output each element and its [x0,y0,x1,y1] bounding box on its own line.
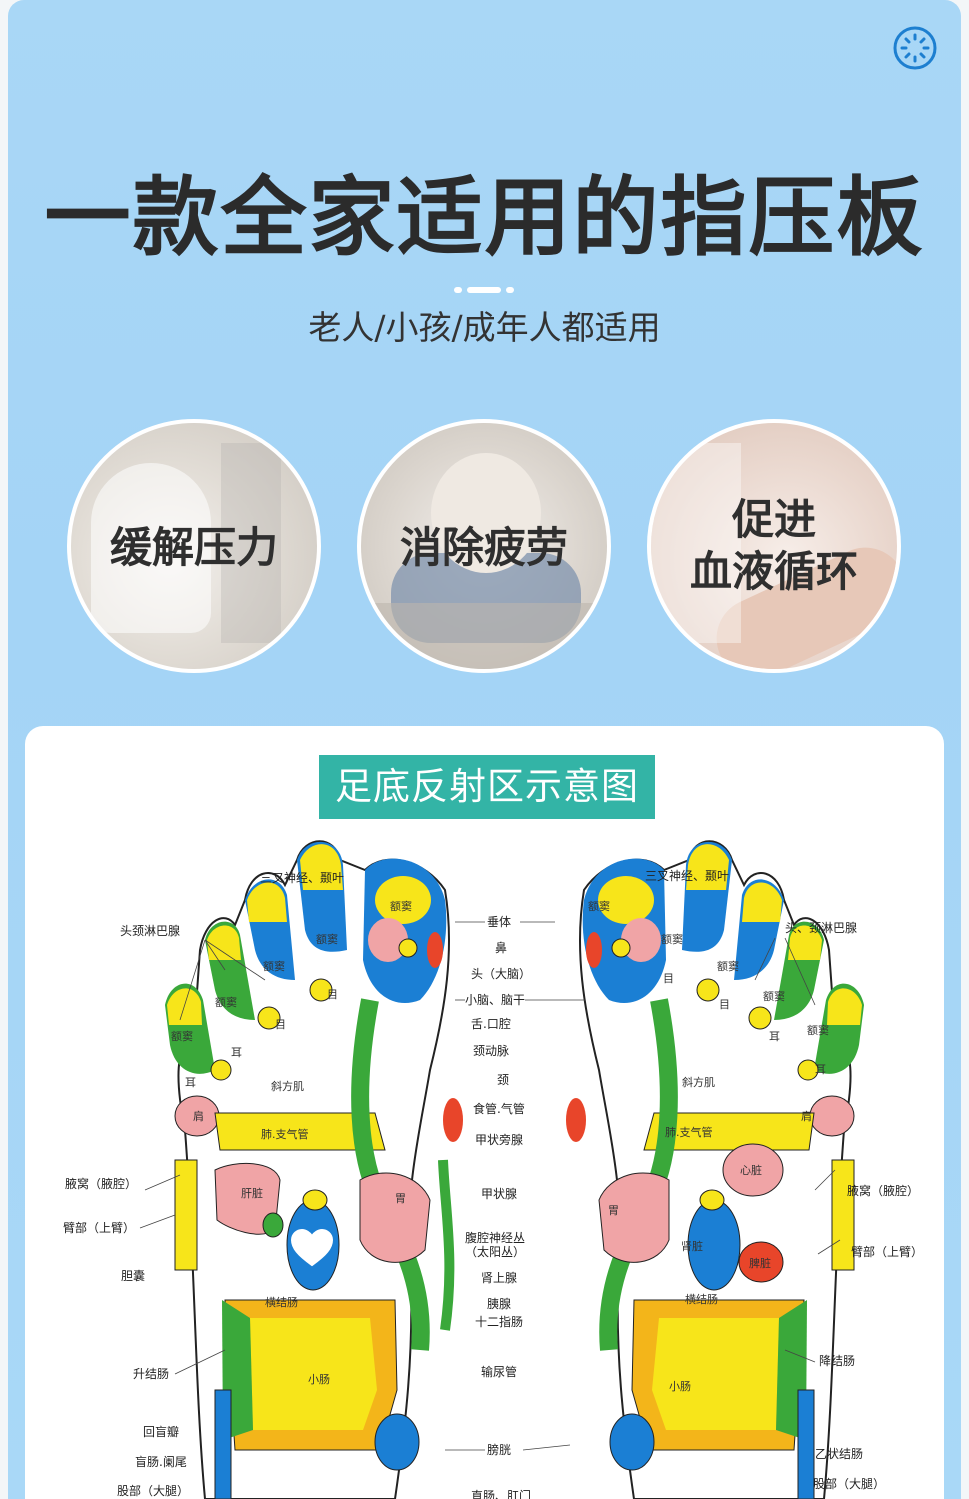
label-eye: 目 [719,998,730,1011]
label-neck: 颈 [497,1073,509,1087]
benefit-label: 消除疲劳 [399,523,568,572]
label-adrenal: 肾上腺 [481,1271,517,1285]
label-small-intestine: 小肠 [669,1380,691,1393]
right-foot [566,840,864,1499]
benefit-label: 促进 [731,495,816,544]
label-sinus: 额窦 [588,900,610,913]
label-pancreas: 胰腺 [487,1297,511,1311]
label-liver: 肝脏 [241,1187,263,1200]
benefit-label: 缓解压力 [109,523,278,572]
label-axilla-right: 腋窝（腋腔） [847,1183,919,1198]
gear-icon[interactable] [891,24,939,72]
label-shoulder: 肩 [193,1109,204,1123]
label-ureter: 输尿管 [481,1364,517,1379]
label-axilla-left: 腋窝（腋腔） [65,1176,137,1191]
label-sinus: 额窦 [215,996,237,1009]
label-pituitary: 垂体 [487,915,511,929]
label-trigeminal-left: 三叉神经、颞叶 [260,871,344,885]
label-eye: 目 [275,1018,286,1031]
label-stomach: 胃 [608,1204,619,1217]
label-ear: 耳 [231,1046,242,1059]
benefit-fatigue-relief: 消除疲劳 [357,419,611,673]
label-eye: 目 [663,972,674,985]
page-headline: 一款全家适用的指压板 [44,168,925,268]
label-sigmoid: 乙状结肠 [815,1447,863,1461]
left-foot [165,840,463,1499]
label-cerebellum: 小脑、脑干 [465,993,525,1007]
label-ear: 耳 [815,1063,826,1076]
benefit-circulation: 促进 血液循环 [647,419,901,673]
label-sinus: 额窦 [763,990,785,1003]
label-cecum: 盲肠.阑尾 [135,1454,187,1469]
foot-reflexology-diagram: 三叉神经、颞叶 头颈淋巴腺 腋窝（腋腔） 臂部（上臂） 胆囊 升结肠 回盲瓣 盲… [63,840,923,1499]
label-tongue: 舌.口腔 [471,1016,511,1031]
label-sinus: 额窦 [171,1030,193,1043]
label-esophagus: 食管.气管 [473,1101,525,1116]
label-small-intestine: 小肠 [308,1373,330,1386]
label-head-lymph-right: 头、颈淋巴腺 [785,921,857,935]
label-kidney: 肾脏 [681,1240,703,1253]
label-bladder: 膀胱 [487,1442,511,1457]
benefit-label-2: 血液循环 [689,547,858,596]
label-carotid: 颈动脉 [473,1043,509,1058]
label-transverse-colon: 横结肠 [685,1292,718,1306]
label-arm-left: 臂部（上臂） [63,1220,135,1235]
label-descending-colon: 降结肠 [819,1354,855,1368]
label-trigeminal-right: 三叉神经、颞叶 [645,869,729,883]
label-sinus: 额窦 [717,960,739,973]
label-brain: 头（大脑） [471,967,531,981]
label-heart-organ: 心脏 [740,1164,762,1177]
heart-icon[interactable] [290,1228,334,1268]
label-thyroid: 甲状腺 [481,1187,517,1201]
label-lung: 肺.支气管 [665,1125,713,1139]
product-page: 一款全家适用的指压板 老人/小孩/成年人都适用 缓解压力 消除疲劳 促进 血液循… [8,0,961,1499]
label-trapezius: 斜方肌 [271,1079,304,1093]
label-nose: 鼻 [495,940,507,955]
label-stomach: 胃 [395,1192,406,1205]
chart-title: 足底反射区示意图 [319,755,655,819]
label-celiac: 腹腔神经丛 [465,1230,525,1245]
label-celiac-sub: （太阳丛） [465,1244,525,1259]
title-divider [454,287,514,293]
label-shoulder: 肩 [801,1109,812,1123]
label-eye: 目 [327,988,338,1001]
label-trapezius: 斜方肌 [682,1075,715,1089]
label-ear: 耳 [769,1030,780,1043]
label-arm-right: 臂部（上臂） [851,1244,923,1259]
benefit-stress-relief: 缓解压力 [67,419,321,673]
label-sinus: 额窦 [390,900,412,913]
label-sinus: 额窦 [807,1024,829,1037]
label-duodenum: 十二指肠 [475,1314,523,1329]
label-thigh-left: 股部（大腿） [117,1483,189,1498]
label-rectum: 直肠、肛门 [471,1488,531,1499]
label-gallbladder: 胆囊 [121,1268,145,1283]
label-sinus: 额窦 [263,960,285,973]
label-ileocecal: 回盲瓣 [143,1424,179,1439]
label-sinus: 额窦 [661,933,683,946]
label-ascending-colon: 升结肠 [133,1367,169,1381]
label-thigh-right: 股部（大腿） [813,1476,885,1491]
label-parathyroid: 甲状旁腺 [475,1132,523,1147]
label-head-lymph-left: 头颈淋巴腺 [120,924,180,938]
label-lung: 肺.支气管 [261,1127,309,1141]
diagram-labels: 三叉神经、颞叶 头颈淋巴腺 腋窝（腋腔） 臂部（上臂） 胆囊 升结肠 回盲瓣 盲… [63,869,923,1499]
label-transverse-colon: 横结肠 [265,1295,298,1309]
label-spleen: 脾脏 [749,1256,771,1270]
page-subline: 老人/小孩/成年人都适用 [308,308,661,347]
label-ear: 耳 [185,1076,196,1089]
label-sinus: 额窦 [316,933,338,946]
leader-lines [139,921,841,1451]
